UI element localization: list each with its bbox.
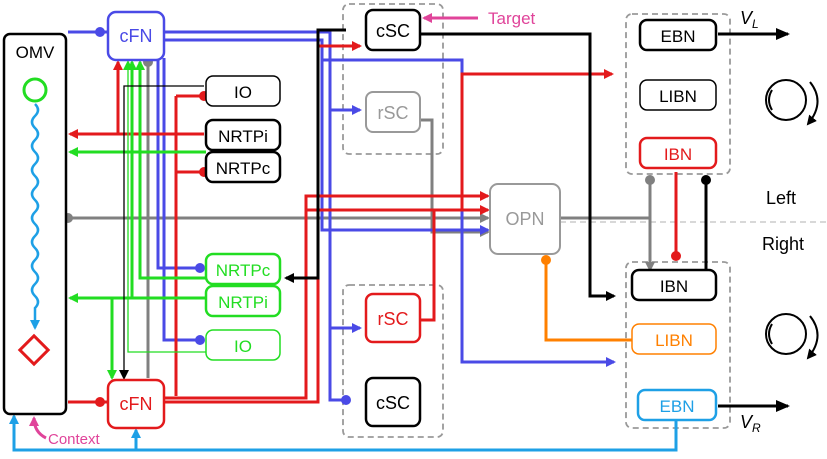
gray-connections xyxy=(68,60,655,378)
ebn-right-label: EBN xyxy=(660,397,695,416)
orange-dot-opn xyxy=(541,255,551,265)
blue-dot-csc xyxy=(341,395,351,405)
libn-right-box xyxy=(631,323,717,355)
io-left-label: IO xyxy=(234,83,252,102)
cyan-connections xyxy=(9,414,678,452)
rsc-right-box xyxy=(364,292,422,344)
cfn-top-box xyxy=(106,10,166,62)
rsc-left-box xyxy=(365,91,421,133)
black-connections xyxy=(284,28,708,301)
red-to-left-ebn xyxy=(306,69,614,212)
red-dot-right-ibn xyxy=(671,251,681,261)
green-connections xyxy=(68,60,206,380)
ibn-left-label: IBN xyxy=(664,145,692,164)
black-csc-to-right-ibn xyxy=(420,32,616,301)
csc-left-label: cSC xyxy=(376,21,410,41)
black-dot-left-ibn xyxy=(701,175,711,185)
blue-fn-to-opn-right xyxy=(164,38,490,235)
vl-sub: L xyxy=(752,17,759,31)
ebn-left-box xyxy=(638,18,718,52)
vr-sub: R xyxy=(752,421,761,435)
green-io-thin xyxy=(123,60,206,353)
nrtpc-left-box xyxy=(204,150,282,184)
blue-dot-omv xyxy=(95,27,105,37)
rsc-right-label: rSC xyxy=(378,309,409,329)
green-nrtpi-vertical xyxy=(127,60,206,300)
nrtpi-right-box xyxy=(204,284,282,318)
cfn-top-label: cFN xyxy=(120,26,153,46)
black-io-thin xyxy=(119,85,204,380)
libn-right-label: LIBN xyxy=(655,331,693,350)
left-label: Left xyxy=(766,188,796,208)
blue-fn-to-right xyxy=(164,30,344,402)
blue-dot-nrtpc xyxy=(195,263,205,273)
ebn-right-box xyxy=(636,388,718,422)
vl-main: V xyxy=(740,8,754,28)
cyan-ebn-loop xyxy=(9,414,678,452)
red-fn-to-opn xyxy=(164,191,490,400)
gray-dot-left-ibn xyxy=(645,175,655,185)
nrtpi-left-box xyxy=(204,118,282,152)
target-label: Target xyxy=(488,9,536,28)
left-nuclei-group xyxy=(625,13,731,175)
rsc-left-label: rSC xyxy=(378,103,409,123)
io-left-box xyxy=(205,75,281,107)
right-sc-group xyxy=(342,284,444,438)
green-nrtpc-vertical xyxy=(135,60,206,280)
vl-label: VL xyxy=(740,8,759,31)
opn-label: OPN xyxy=(505,209,544,229)
csc-left-box xyxy=(364,8,422,52)
cfn-bottom-label: cFN xyxy=(120,394,153,414)
left-sc-group xyxy=(342,3,444,155)
nrtpi-left-label: NRTPi xyxy=(218,127,268,146)
red-rsc-to-opn xyxy=(420,205,490,322)
context-arrow xyxy=(29,416,47,440)
orange-opn-to-libn xyxy=(544,260,632,342)
ebn-left-label: EBN xyxy=(661,27,696,46)
nrtpc-left-label: NRTPc xyxy=(216,159,271,178)
libn-left-box xyxy=(639,79,717,111)
blue-dot-io xyxy=(195,335,205,345)
vr-main: V xyxy=(740,412,754,432)
omv-diamond-icon xyxy=(17,333,51,367)
ibn-left-box xyxy=(638,136,718,170)
nrtpc-right-box xyxy=(204,252,282,286)
nrtpc-right-label: NRTPc xyxy=(216,261,271,280)
ibn-right-box xyxy=(630,268,718,302)
csc-right-label: cSC xyxy=(376,393,410,413)
cfn-bottom-box xyxy=(106,378,166,430)
io-right-box xyxy=(205,329,281,361)
vr-label: VR xyxy=(740,412,761,435)
blue-fn-to-nrtpc-right xyxy=(156,48,200,270)
libn-left-label: LIBN xyxy=(659,87,697,106)
context-label: Context xyxy=(48,431,101,448)
csc-right-box xyxy=(364,376,422,428)
right-label: Right xyxy=(762,234,804,254)
black-csc-to-nrtpc xyxy=(284,28,346,283)
ibn-right-label: IBN xyxy=(660,277,688,296)
omv-wave-icon xyxy=(30,103,40,330)
opn-box xyxy=(489,183,561,255)
eye-right-icon xyxy=(765,313,819,360)
right-nuclei-group xyxy=(625,261,731,429)
omv-circle-icon xyxy=(22,77,48,103)
red-dot-omv xyxy=(95,397,105,407)
eye-left-icon xyxy=(765,79,819,126)
io-right-label: IO xyxy=(234,337,252,356)
nrtpi-right-label: NRTPi xyxy=(218,293,268,312)
omv-label: OMV xyxy=(16,43,55,62)
rsc-to-opn-gray xyxy=(420,118,490,237)
